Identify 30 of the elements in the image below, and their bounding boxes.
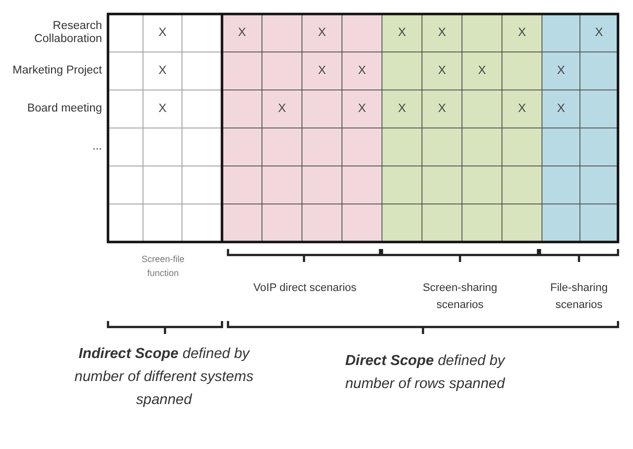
check-mark: X [158,26,166,40]
check-mark: X [557,64,565,78]
check-mark: X [518,26,526,40]
row-label: Research Collaboration [33,20,102,46]
check-mark: X [398,26,406,40]
check-mark: X [438,102,446,116]
check-mark: X [438,64,446,78]
check-mark: X [438,26,446,40]
scope-description: Direct Scope defined by number of rows spanned [344,352,506,394]
scenario-group-label: Screen-sharing scenarios [422,281,498,314]
scope-description: Indirect Scope defined by number of different systems spanned [74,345,254,410]
check-mark: X [478,64,486,78]
check-mark: X [518,102,526,116]
check-mark: X [278,102,286,116]
scenario-group-label: File-sharing scenarios [549,281,609,314]
column-group-label: Screen-file function [140,253,186,280]
check-mark: X [158,64,166,78]
check-mark: X [358,64,366,78]
row-label: Board meeting [26,102,102,116]
scenario-group-label: VoIP direct scenarios [252,281,358,296]
check-mark: X [595,26,603,40]
check-mark: X [238,26,246,40]
row-label: Marketing Project [12,64,102,78]
row-label: ... [91,140,102,154]
check-mark: X [318,64,326,78]
check-mark: X [557,102,565,116]
check-mark: X [158,102,166,116]
check-mark: X [358,102,366,116]
check-mark: X [398,102,406,116]
check-mark: X [318,26,326,40]
